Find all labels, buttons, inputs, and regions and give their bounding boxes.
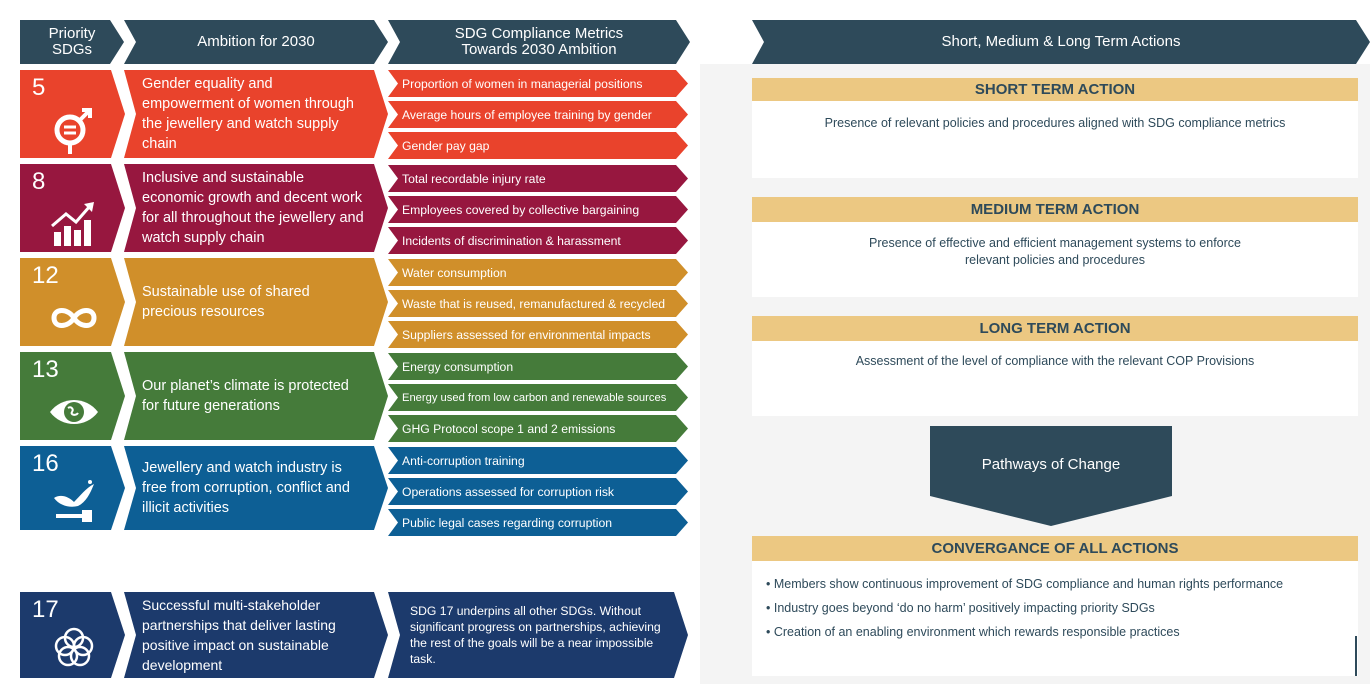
long-term-title: LONG TERM ACTION bbox=[752, 316, 1358, 341]
sdg-17-statement-text: SDG 17 underpins all other SDGs. Without… bbox=[410, 604, 661, 666]
convergence-bullet-2: • Industry goes beyond ‘do no harm’ posi… bbox=[766, 601, 1356, 615]
sdg-16-metric-2: Operations assessed for corruption risk bbox=[388, 478, 688, 505]
sdg-12-tile: 12 bbox=[20, 258, 125, 346]
sdg-12-ambition: Sustainable use of shared precious resou… bbox=[124, 258, 388, 346]
sdg-12-metric-1: Water consumption bbox=[388, 259, 688, 286]
pathways-of-change-label: Pathways of Change bbox=[981, 456, 1121, 473]
ambition-text: Jewellery and watch industry is free fro… bbox=[142, 460, 350, 516]
long-term-text-span: Assessment of the level of compliance wi… bbox=[855, 354, 1255, 368]
metric-label: Waste that is reused, remanufactured & r… bbox=[402, 296, 666, 311]
header-priority-label: Priority SDGs bbox=[48, 25, 96, 58]
sdg-5-tile: 5 bbox=[20, 70, 125, 158]
medium-term-title-text: MEDIUM TERM ACTION bbox=[970, 201, 1140, 218]
sdg-16-metric-1: Anti-corruption training bbox=[388, 447, 688, 474]
short-term-text: Presence of relevant policies and proced… bbox=[752, 115, 1358, 132]
ambition-text: Sustainable use of shared precious resou… bbox=[142, 284, 310, 320]
sdg-17-tile: 17 bbox=[20, 592, 125, 678]
infinity-icon bbox=[48, 294, 100, 342]
sdg-16-tile: 16 bbox=[20, 446, 125, 530]
sdg-8-tile: 8 bbox=[20, 164, 125, 252]
header-ambition: Ambition for 2030 bbox=[124, 20, 388, 64]
metric-label: Incidents of discrimination & harassment bbox=[402, 233, 621, 248]
convergence-bullet-3: • Creation of an enabling environment wh… bbox=[766, 625, 1356, 639]
ambition-text: Inclusive and sustainable economic growt… bbox=[142, 170, 364, 246]
metric-label: Public legal cases regarding corruption bbox=[402, 515, 613, 530]
metric-label: Total recordable injury rate bbox=[402, 171, 546, 186]
economic-growth-icon bbox=[48, 200, 100, 248]
sdg-number: 5 bbox=[32, 74, 46, 101]
panel-edge-divider bbox=[1355, 636, 1357, 676]
sdg-12-metric-2: Waste that is reused, remanufactured & r… bbox=[388, 290, 688, 317]
ambition-text: Successful multi-stakeholder partnership… bbox=[142, 597, 336, 673]
partnership-rings-icon bbox=[48, 624, 100, 672]
metric-label: Anti-corruption training bbox=[402, 453, 525, 468]
metric-label: Employees covered by collective bargaini… bbox=[402, 202, 640, 217]
eye-globe-icon bbox=[48, 388, 100, 436]
sdg-13-metric-3: GHG Protocol scope 1 and 2 emissions bbox=[388, 415, 688, 442]
metric-label: Energy used from low carbon and renewabl… bbox=[402, 391, 667, 404]
convergence-title-text: CONVERGANCE OF ALL ACTIONS bbox=[931, 540, 1179, 557]
sdg-8-metric-2: Employees covered by collective bargaini… bbox=[388, 196, 688, 223]
ambition-text: Our planet’s climate is protected for fu… bbox=[142, 378, 349, 414]
metric-label: Proportion of women in managerial positi… bbox=[402, 76, 643, 91]
header-metrics-line1: SDG Compliance Metrics bbox=[454, 25, 624, 42]
short-term-title: SHORT TERM ACTION bbox=[752, 78, 1358, 101]
sdg-13-metric-2: Energy used from low carbon and renewabl… bbox=[388, 384, 688, 411]
sdg-number: 16 bbox=[32, 450, 59, 477]
sdg-16-ambition: Jewellery and watch industry is free fro… bbox=[124, 446, 388, 530]
bullet-text: • Creation of an enabling environment wh… bbox=[766, 625, 1180, 639]
medium-term-text: Presence of effective and efficient mana… bbox=[752, 235, 1358, 269]
sdg-8-metric-3: Incidents of discrimination & harassment bbox=[388, 227, 688, 254]
sdg-5-metric-2: Average hours of employee training by ge… bbox=[388, 101, 688, 128]
sdg-13-ambition: Our planet’s climate is protected for fu… bbox=[124, 352, 388, 440]
metric-label: GHG Protocol scope 1 and 2 emissions bbox=[402, 421, 616, 436]
sdg-12-metric-3: Suppliers assessed for environmental imp… bbox=[388, 321, 688, 348]
header-metrics: SDG Compliance Metrics Towards 2030 Ambi… bbox=[388, 20, 690, 64]
sdg-13-tile: 13 bbox=[20, 352, 125, 440]
sdg-number: 8 bbox=[32, 168, 46, 195]
sdg-8-metric-1: Total recordable injury rate bbox=[388, 165, 688, 192]
dove-gavel-icon bbox=[48, 476, 100, 524]
header-priority-sdgs: Priority SDGs bbox=[20, 20, 124, 64]
convergence-title: CONVERGANCE OF ALL ACTIONS bbox=[752, 536, 1358, 561]
bullet-text: • Members show continuous improvement of… bbox=[766, 577, 1284, 591]
sdg-16-metric-3: Public legal cases regarding corruption bbox=[388, 509, 688, 536]
header-metrics-line2: Towards 2030 Ambition bbox=[461, 41, 617, 58]
sdg-5-ambition: Gender equality and empowerment of women… bbox=[124, 70, 388, 158]
short-term-text-span: Presence of relevant policies and proced… bbox=[824, 116, 1286, 130]
metric-label: Suppliers assessed for environmental imp… bbox=[402, 327, 651, 342]
sdg-17-statement: SDG 17 underpins all other SDGs. Without… bbox=[388, 592, 688, 678]
metric-label: Water consumption bbox=[402, 265, 507, 280]
metric-label: Energy consumption bbox=[402, 359, 514, 374]
sdg-number: 13 bbox=[32, 356, 59, 383]
sdg-number: 17 bbox=[32, 596, 59, 623]
metric-label: Average hours of employee training by ge… bbox=[402, 107, 652, 122]
sdg-5-metric-3: Gender pay gap bbox=[388, 132, 688, 159]
medium-term-text-line1: Presence of effective and efficient mana… bbox=[869, 236, 1241, 250]
short-term-title-text: SHORT TERM ACTION bbox=[974, 81, 1136, 98]
sdg-5-metric-1: Proportion of women in managerial positi… bbox=[388, 70, 688, 97]
gender-equality-icon bbox=[48, 106, 100, 154]
medium-term-text-line2: relevant policies and procedures bbox=[965, 253, 1145, 267]
bullet-text: • Industry goes beyond ‘do no harm’ posi… bbox=[766, 601, 1155, 615]
header-ambition-label: Ambition for 2030 bbox=[197, 33, 315, 50]
header-actions-label: Short, Medium & Long Term Actions bbox=[941, 33, 1181, 50]
long-term-title-text: LONG TERM ACTION bbox=[979, 320, 1131, 337]
header-actions: Short, Medium & Long Term Actions bbox=[752, 20, 1370, 64]
metric-label: Operations assessed for corruption risk bbox=[402, 484, 615, 499]
metric-label: Gender pay gap bbox=[402, 138, 490, 153]
sdg-17-ambition: Successful multi-stakeholder partnership… bbox=[124, 592, 388, 678]
ambition-text: Gender equality and empowerment of women… bbox=[142, 76, 354, 152]
sdg-number: 12 bbox=[32, 262, 59, 289]
sdg-13-metric-1: Energy consumption bbox=[388, 353, 688, 380]
sdg-8-ambition: Inclusive and sustainable economic growt… bbox=[124, 164, 388, 252]
long-term-text: Assessment of the level of compliance wi… bbox=[752, 353, 1358, 370]
medium-term-title: MEDIUM TERM ACTION bbox=[752, 197, 1358, 222]
convergence-bullet-1: • Members show continuous improvement of… bbox=[766, 577, 1356, 591]
